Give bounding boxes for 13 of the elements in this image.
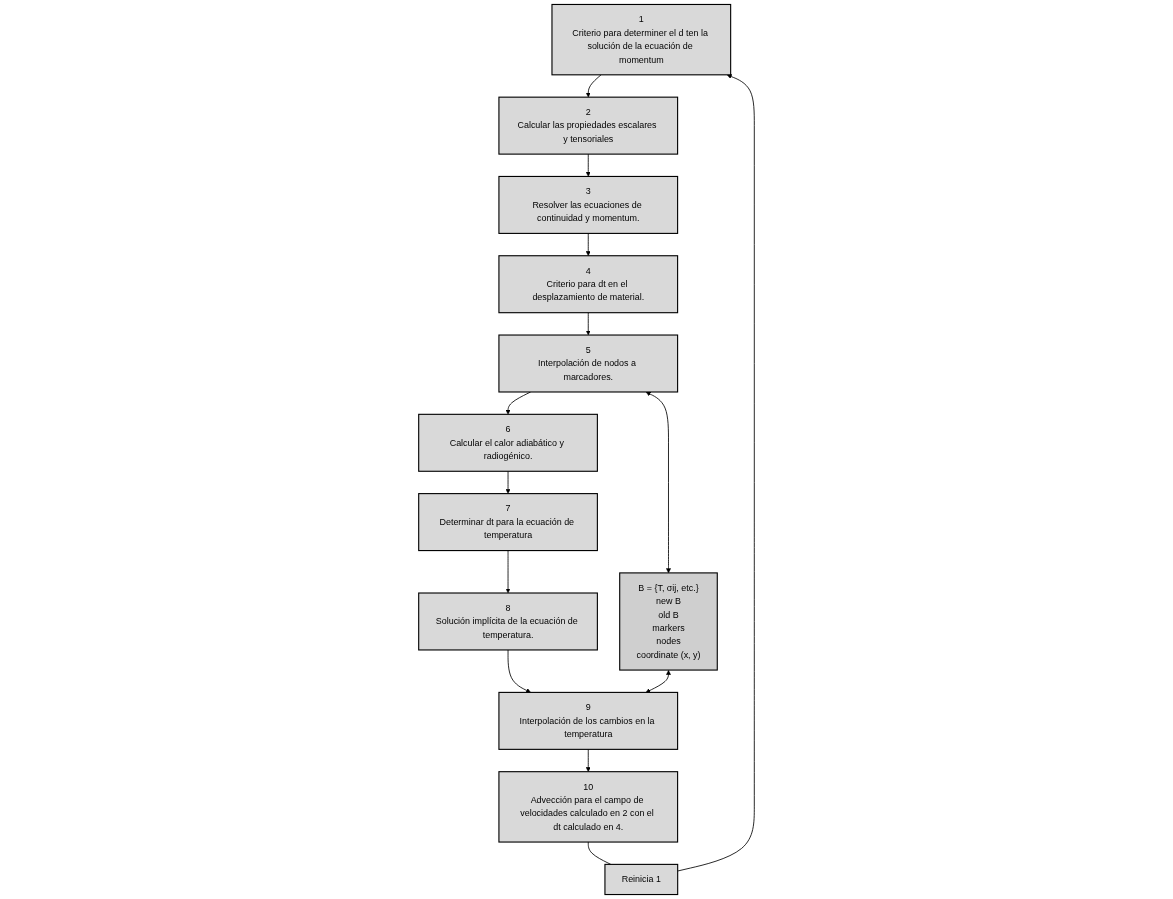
node-box: 8 Solución implícita de la ecuación de temperatura. <box>418 592 598 651</box>
node-box: 5 Interpolación de nodos a marcadores. <box>498 334 679 393</box>
node-box: Reinicia 1 <box>604 863 679 896</box>
node-box: 9 Interpolación de los cambios en la temperatura <box>498 691 679 750</box>
node-box: 4 Criterio para dt en el desplazamiento de material. <box>498 255 679 314</box>
connector <box>587 841 612 865</box>
node-box: 1 Criterio para determiner el d ten la solución de la ecuación de momentum <box>551 3 732 76</box>
node-box: 10 Advección para el campo de velocidades calculado en 2 con el dt calculado en 4. <box>498 771 679 843</box>
node-box: 3 Resolver las ecuaciones de continuidad y momentum. <box>498 175 679 234</box>
node-box: B = {T, σij, etc.} new B old B markers nodes coordinate (x, y) <box>619 572 718 671</box>
node-box: 2 Calcular las propiedades escalares y tensoriales <box>498 96 679 155</box>
node-box: 6 Calcular el calor adiabático y radiogénico. <box>418 413 598 472</box>
node-box: 7 Determinar dt para la ecuación de temperatura <box>418 493 598 552</box>
